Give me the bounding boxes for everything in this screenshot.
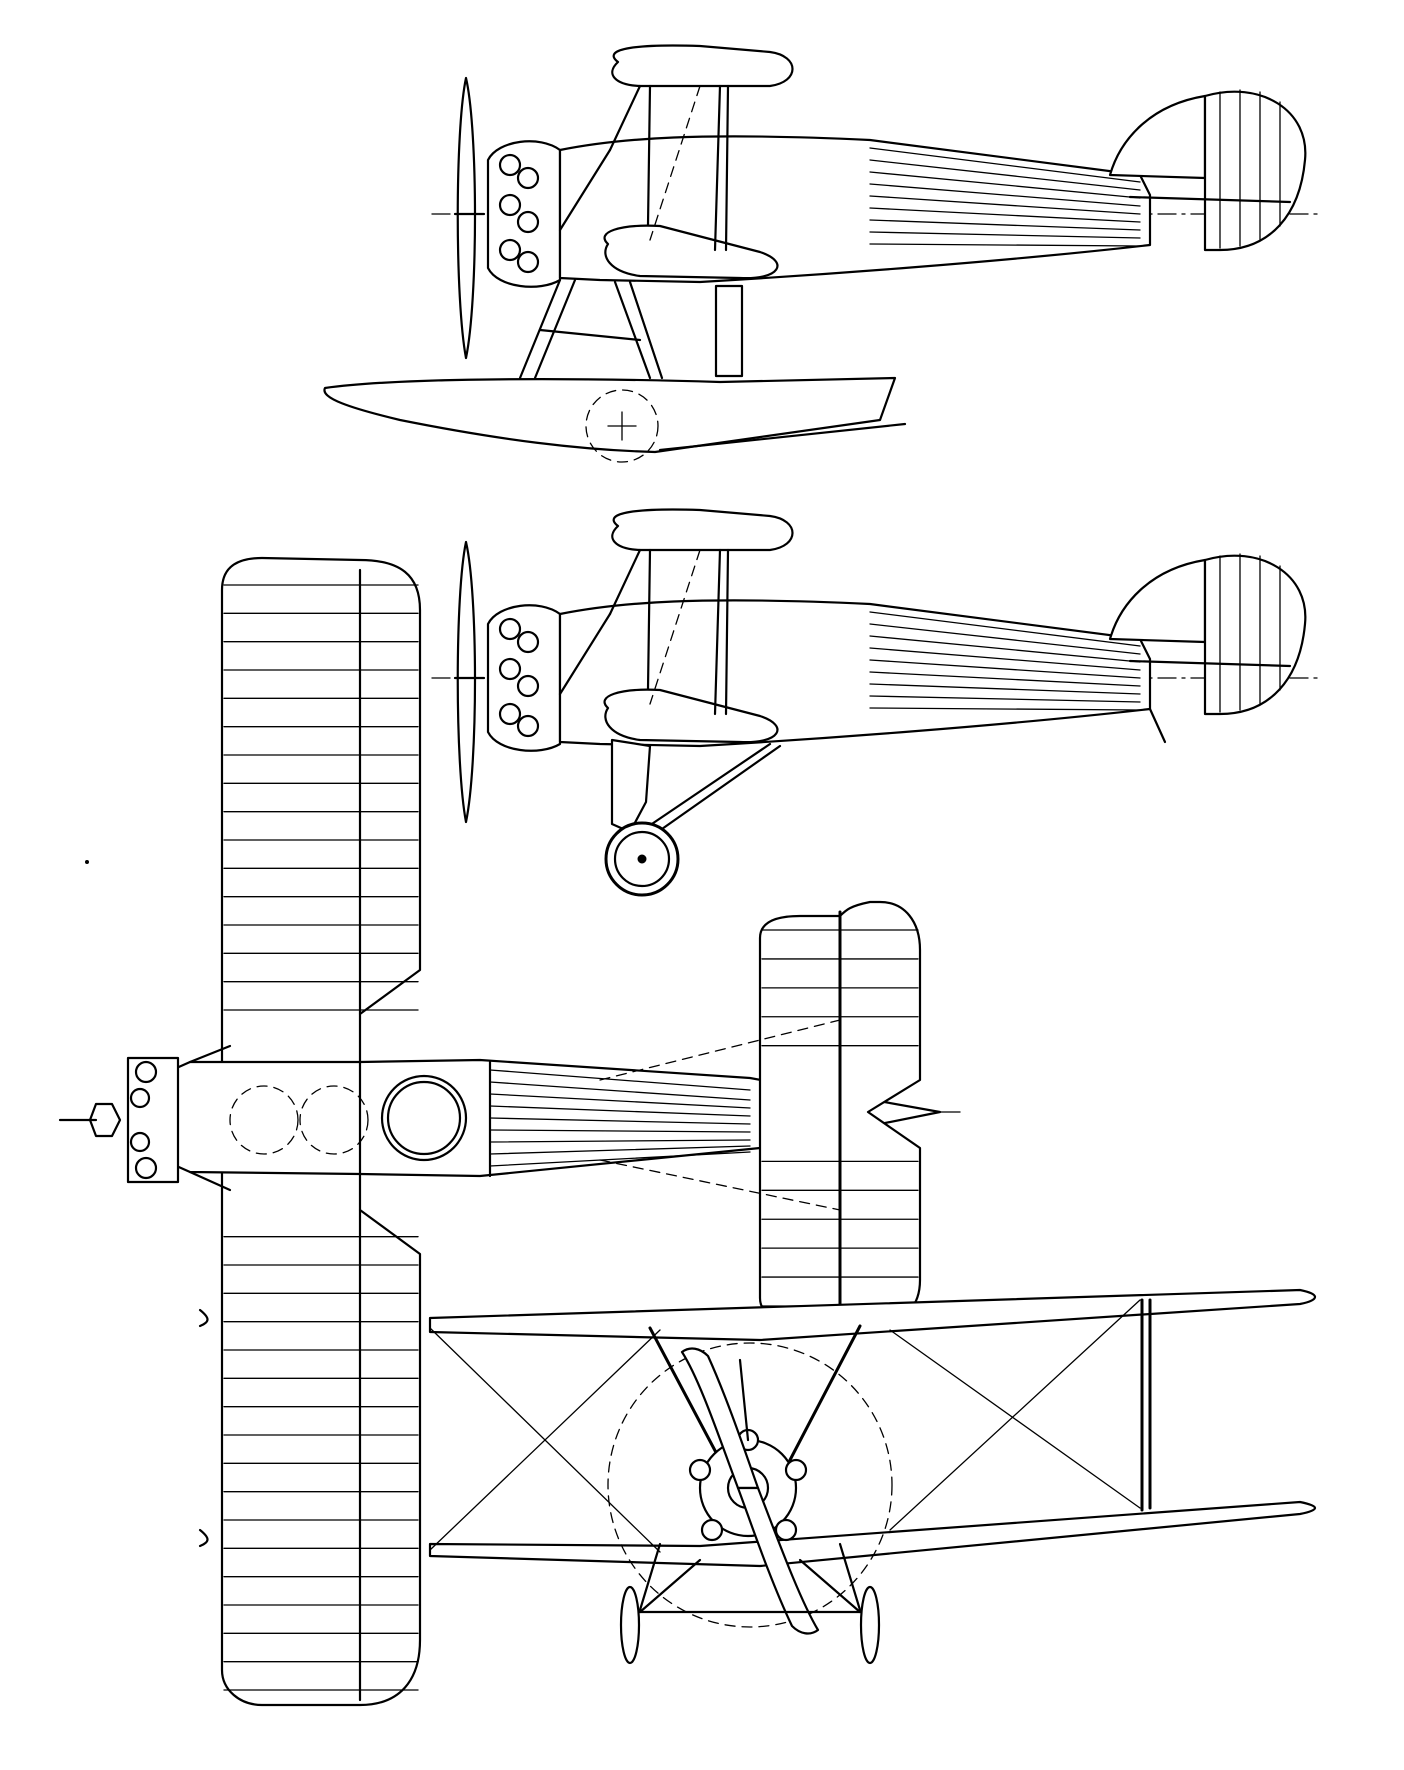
radial-engine: [486, 140, 562, 288]
bracing-wire: [649, 85, 701, 241]
stray-mark: [85, 860, 89, 864]
front-bracing-wires: [429, 1299, 1141, 1553]
rudder-ribs: [1219, 89, 1281, 249]
front-undercarriage: [638, 1542, 862, 1614]
lower-wing-cutout: [229, 1085, 299, 1155]
fin: [1108, 94, 1207, 180]
propeller-disc: [607, 1342, 893, 1628]
propeller: [456, 76, 477, 360]
tailplane: [1128, 659, 1292, 668]
plan-view: [58, 556, 961, 1707]
interplane-struts: [558, 84, 730, 252]
tailplane: [1128, 195, 1292, 204]
wheel-undercarriage: [604, 738, 782, 897]
radial-engine: [486, 604, 562, 752]
lower-wing: [603, 688, 779, 744]
side-view-seaplane: [323, 44, 1321, 463]
upper-wing: [611, 44, 794, 88]
propeller: [456, 540, 477, 824]
side-view-landplane: [431, 508, 1321, 897]
front-wheel-left: [619, 1585, 641, 1665]
wing-ribs: [223, 584, 419, 1691]
fuselage-stringers: [869, 147, 1141, 247]
float-struts: [518, 278, 744, 380]
fuselage-stringers: [869, 611, 1141, 711]
fuselage-plan-stringers: [489, 1069, 751, 1167]
front-propeller-blade: [680, 1347, 760, 1490]
fin: [1108, 558, 1207, 644]
cockpit: [380, 1074, 468, 1162]
engine-plan: [58, 1056, 180, 1184]
front-wheel-right: [859, 1585, 881, 1665]
front-view: [198, 1288, 1317, 1665]
interplane-struts: [558, 548, 730, 716]
lower-wing: [603, 224, 779, 280]
oleo-leg: [610, 738, 652, 834]
wheel-dolly-outline: [585, 389, 659, 463]
float: [323, 376, 897, 454]
upper-wing: [611, 508, 794, 552]
tailskid: [1148, 707, 1167, 744]
front-lower-wing: [428, 1500, 1317, 1568]
float-keel: [658, 422, 907, 452]
